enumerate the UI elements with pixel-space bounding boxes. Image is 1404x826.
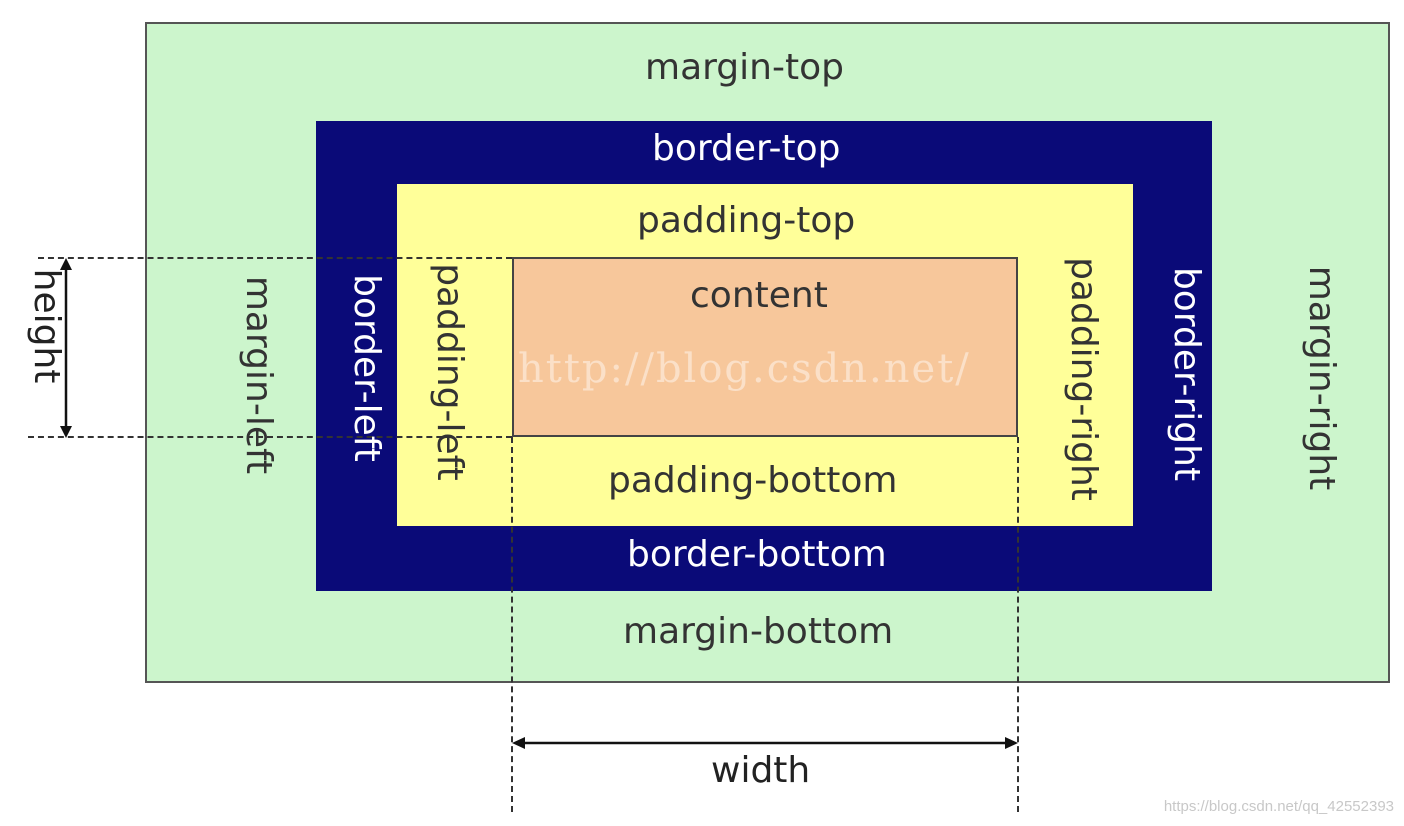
- height-guide-bottom: [28, 436, 512, 438]
- padding-right-label: padding-right: [1063, 257, 1104, 501]
- border-bottom-label: border-bottom: [627, 534, 887, 575]
- padding-top-label: padding-top: [637, 200, 856, 241]
- border-left-label: border-left: [346, 274, 387, 462]
- height-label: height: [26, 268, 67, 384]
- border-top-label: border-top: [652, 128, 841, 169]
- width-arrow: [512, 737, 1018, 749]
- margin-bottom-label: margin-bottom: [623, 611, 894, 652]
- width-guide-left: [511, 437, 513, 812]
- watermark-text: http://blog.csdn.net/: [518, 346, 971, 392]
- border-right-label: border-right: [1166, 266, 1207, 482]
- content-label: content: [690, 275, 828, 316]
- width-label: width: [711, 750, 811, 791]
- padding-bottom-label: padding-bottom: [608, 460, 898, 501]
- corner-watermark: https://blog.csdn.net/qq_42552393: [1163, 798, 1394, 815]
- padding-left-label: padding-left: [429, 263, 470, 481]
- content-box: [512, 257, 1018, 437]
- margin-top-label: margin-top: [645, 47, 844, 88]
- margin-right-label: margin-right: [1301, 265, 1342, 491]
- height-arrow: [60, 258, 72, 438]
- width-guide-right: [1017, 437, 1019, 812]
- margin-left-label: margin-left: [238, 275, 279, 475]
- height-guide-top: [38, 257, 512, 259]
